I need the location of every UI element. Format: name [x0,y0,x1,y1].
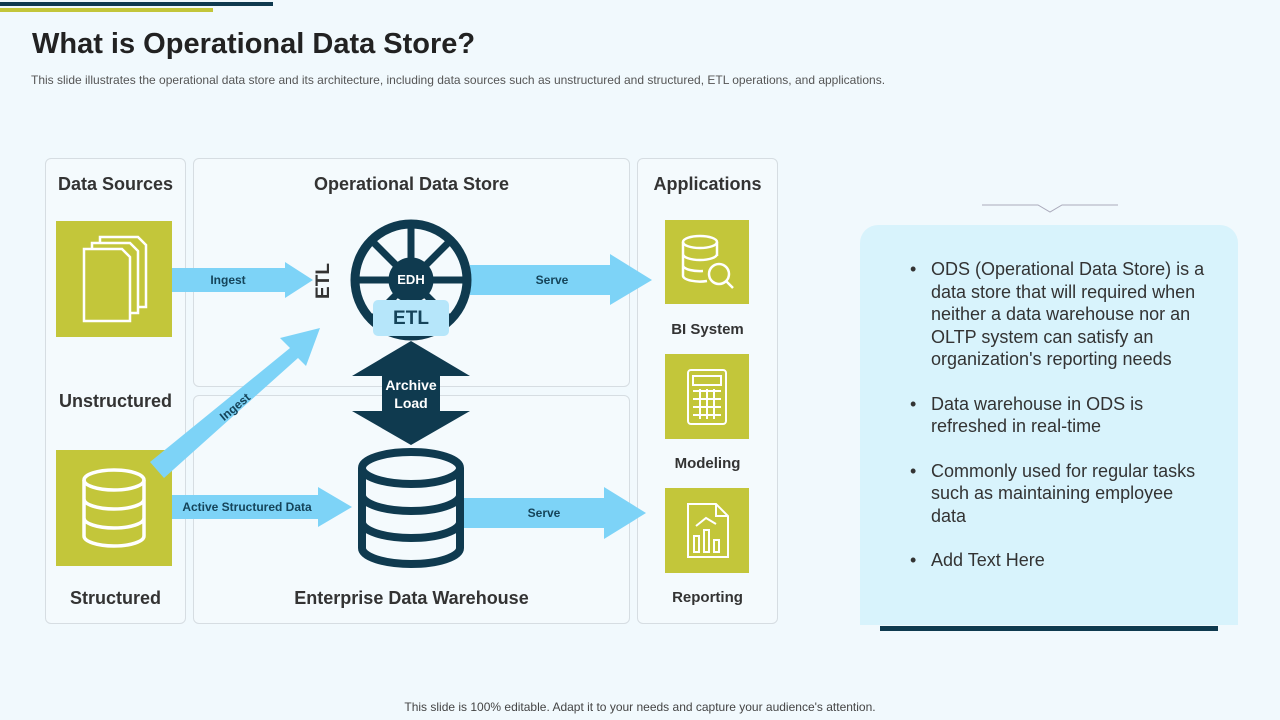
active-structured-arrow [172,487,352,527]
ingest-label: Ingest [210,273,246,287]
edh-label: EDH [397,272,425,287]
page-title: What is Operational Data Store? [32,28,476,60]
page-subtitle: This slide illustrates the operational d… [31,73,886,87]
calculator-icon [687,369,727,425]
unstructured-label: Unstructured [58,391,172,411]
note-item: Commonly used for regular tasks such as … [910,460,1210,528]
app-label-reporting: Reporting [672,589,743,606]
notes-list: ODS (Operational Data Store) is a data s… [910,258,1210,594]
ods-heading: Operational Data Store [313,174,510,194]
archive-label: Archive [385,377,437,393]
serve-bottom-arrow [462,487,646,539]
bi-tile [665,220,749,304]
serve-top-label: Serve [535,273,569,287]
load-label: Load [394,395,428,411]
applications-heading: Applications [653,174,762,194]
note-item: Add Text Here [910,549,1210,572]
warehouse-database-icon [358,448,464,568]
app-label-modeling: Modeling [674,455,741,472]
serve-bottom-label: Serve [527,506,561,520]
archive-load-arrow [352,341,470,445]
etl-side-label: ETL [312,263,334,299]
ingest-diagonal-arrow [150,328,320,478]
active-structured-label: Active Structured Data [182,500,312,514]
documents-icon [82,235,148,323]
serve-top-arrow [470,254,652,305]
etl-badge [373,300,449,336]
footer-note: This slide is 100% editable. Adapt it to… [404,700,876,714]
edw-heading: Enterprise Data Warehouse [294,588,529,608]
accent-bar-green [0,8,213,12]
accent-bar-navy [0,2,273,6]
app-label-bi: BI System [671,321,744,338]
ingest-arrow [172,262,313,298]
note-item: Data warehouse in ODS is refreshed in re… [910,393,1210,438]
report-chart-icon [687,503,729,558]
divider-chevron-icon [982,204,1118,213]
notes-panel-underline [880,626,1218,631]
note-item: ODS (Operational Data Store) is a data s… [910,258,1210,371]
bi-search-icon [681,234,734,289]
structured-database-icon [82,468,146,548]
data-sources-heading: Data Sources [57,174,174,194]
etl-badge-label: ETL [393,308,429,329]
structured-label: Structured [69,588,161,608]
